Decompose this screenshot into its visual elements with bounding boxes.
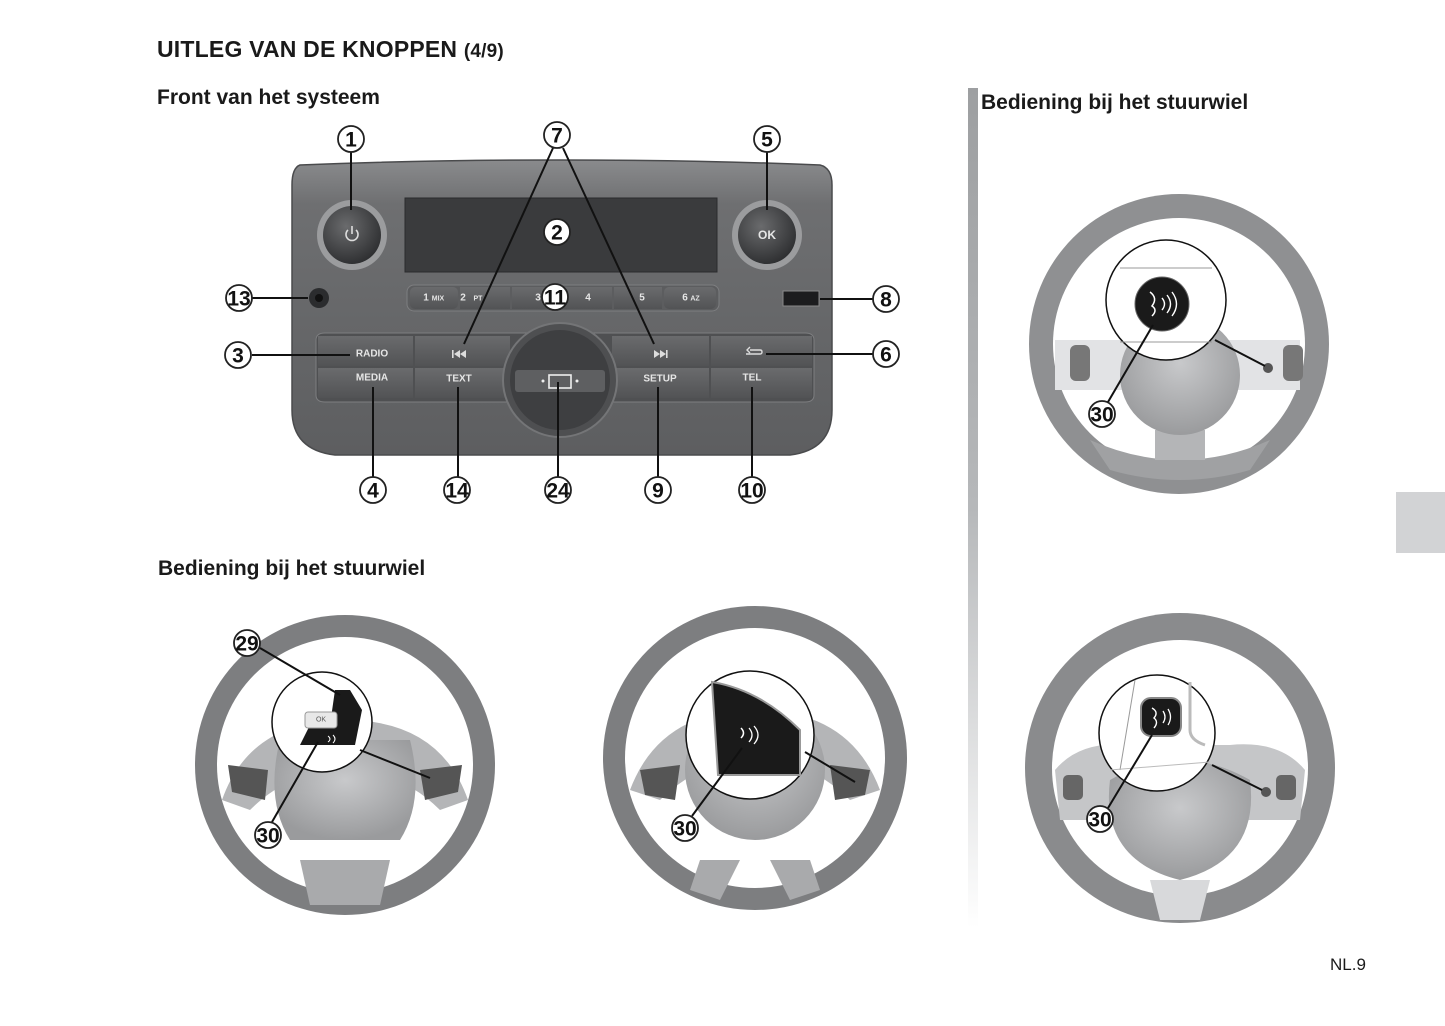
callout-30-wheel-2: 30 [671,814,699,842]
svg-text:3: 3 [232,345,244,368]
voice-command-icon [327,734,336,744]
back-button[interactable] [711,336,812,366]
aux-jack[interactable] [309,288,329,308]
callout-13: 13 [225,284,253,312]
callout-3: 3 [224,341,252,369]
svg-text:2: 2 [460,293,466,304]
steering-wheel-3: 30 [1029,194,1329,494]
power-knob[interactable] [317,200,387,270]
callout-29: 29 [233,629,261,657]
callout-10: 10 [738,476,766,504]
svg-text:14: 14 [445,480,469,503]
svg-text:6: 6 [880,344,892,367]
voice-command-icon [740,725,759,745]
callout-5: 5 [753,125,781,153]
svg-text:29: 29 [235,633,258,656]
svg-text:9: 9 [652,480,664,503]
zoom-inset-4 [1098,674,1216,792]
svg-text:SETUP: SETUP [643,374,677,385]
svg-text:4: 4 [367,480,379,503]
svg-text:10: 10 [740,480,763,503]
voice-command-icon [1151,707,1172,729]
inset-ok-label: OK [316,717,326,724]
section-title-front: Front van het systeem [157,86,380,109]
column-divider [968,88,978,928]
display-select-knob[interactable] [502,322,618,438]
zoom-inset-1: OK [271,671,373,773]
steering-wheel-1: OK 29 30 [195,615,495,915]
back-arrow-icon [746,346,763,355]
text-button[interactable]: TEXT [415,368,510,398]
power-icon [345,226,359,242]
preset-button-4[interactable]: 4 [562,287,612,309]
svg-text:MEDIA: MEDIA [356,373,388,384]
callout-4: 4 [359,476,387,504]
callout-30-wheel-4: 30 [1086,805,1114,833]
svg-text:RADIO: RADIO [356,349,388,360]
tel-button[interactable]: TEL [711,368,812,398]
svg-text:4: 4 [585,293,591,304]
zoom-inset-2 [685,670,815,800]
svg-text:30: 30 [1088,809,1111,832]
svg-text:30: 30 [1090,404,1113,427]
callout-8: 8 [872,285,900,313]
svg-text:24: 24 [546,480,570,503]
section-title-steering-right: Bediening bij het stuurwiel [981,91,1249,114]
callout-30-wheel-1: 30 [254,821,282,849]
callout-6: 6 [872,340,900,368]
callout-14: 14 [443,476,471,504]
ok-knob[interactable]: OK [732,200,802,270]
preset-button-1[interactable]: 1 MIX [410,287,458,309]
svg-text:1: 1 [345,129,357,152]
callout-2: 2 [543,218,571,246]
svg-text:2: 2 [551,222,563,245]
callout-11: 11 [541,283,569,311]
skip-forward-icon [654,350,668,358]
page-title-part: (4/9) [463,41,504,62]
usb-port[interactable] [782,290,820,307]
radio-button[interactable]: RADIO [318,336,413,366]
svg-text:1: 1 [423,293,429,304]
ok-label: OK [758,228,776,242]
svg-text:30: 30 [673,818,696,841]
voice-command-icon [1149,291,1178,317]
svg-text:AZ: AZ [690,296,700,303]
zoom-inset-3 [1105,239,1227,361]
svg-text:8: 8 [880,289,892,312]
svg-text:3: 3 [535,293,541,304]
callout-30-wheel-3: 30 [1088,400,1116,428]
preset-button-5[interactable]: 5 [614,287,662,309]
next-track-button[interactable] [612,336,709,366]
svg-text:30: 30 [256,825,279,848]
svg-text:7: 7 [551,125,563,148]
setup-button[interactable]: SETUP [612,368,709,398]
page-number: NL.9 [1330,955,1366,974]
callout-1: 1 [337,125,365,153]
svg-text:13: 13 [227,288,250,311]
media-button[interactable]: MEDIA [318,368,413,398]
page-title-text: UITLEG VAN DE KNOPPEN [157,36,458,62]
callout-9: 9 [644,476,672,504]
preset-button-6[interactable]: 6 AZ [664,287,716,309]
steering-wheel-2: 30 [603,606,907,910]
svg-text:6: 6 [682,293,688,304]
svg-text:5: 5 [761,129,773,152]
page-title: UITLEG VAN DE KNOPPEN (4/9) [157,36,504,63]
svg-text:PT: PT [474,296,484,303]
svg-text:MIX: MIX [432,296,445,303]
svg-text:11: 11 [544,287,567,310]
radio-front-diagram: OK 1 MIX 2 PT 3 4 5 6 AZ RADIO MEDIA TEX… [224,121,900,504]
svg-text:TEXT: TEXT [446,374,472,385]
svg-text:5: 5 [639,293,645,304]
skip-back-icon [452,350,466,358]
callout-24: 24 [544,476,572,504]
steering-wheel-4: 30 [1025,613,1335,923]
svg-text:TEL: TEL [743,373,762,384]
section-title-steering-bottom: Bediening bij het stuurwiel [158,557,426,580]
callout-7: 7 [543,121,571,149]
previous-track-button[interactable] [415,336,510,366]
display-select-icon [541,374,579,389]
chapter-thumb-tab [1396,492,1445,553]
